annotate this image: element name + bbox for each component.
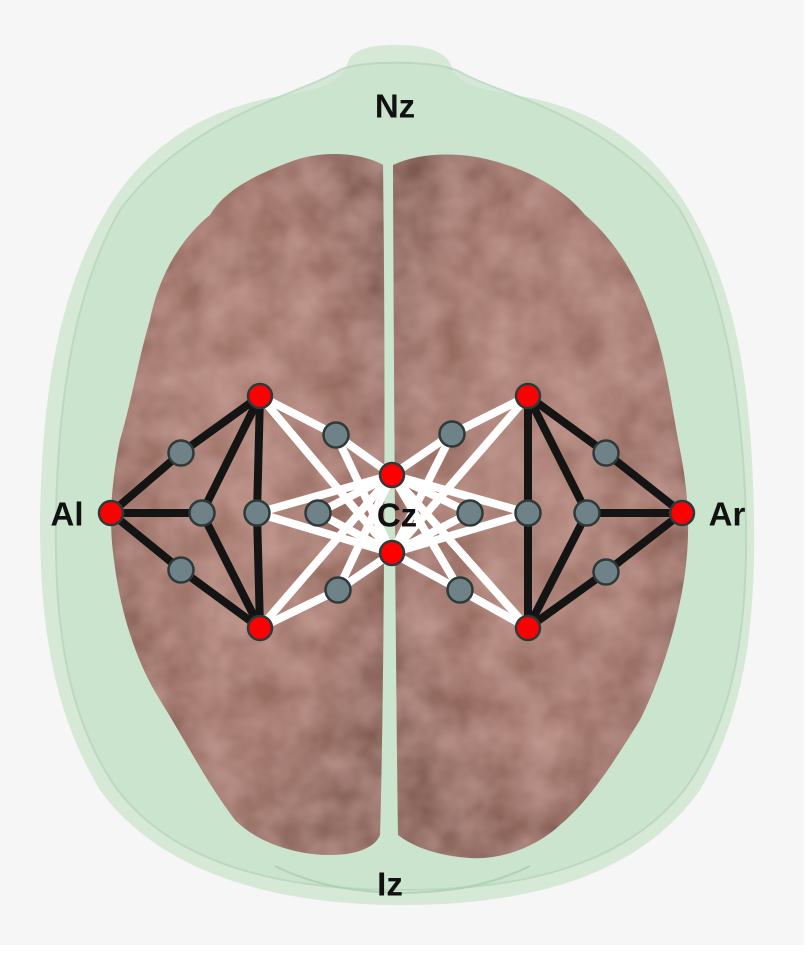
label-ar: Ar (708, 495, 746, 533)
edge-Al-gL1 (107, 449, 185, 517)
reference-electrode-Ar (668, 499, 696, 527)
edge-gL1-L_top (177, 392, 264, 457)
edge-Ar-gR1 (602, 449, 686, 517)
intermediate-electrode-gR5 (456, 499, 484, 527)
edge-R_top-gR6 (448, 392, 532, 438)
edge-gR4-C_dn (388, 509, 532, 557)
edge-gR5-C_dn (388, 509, 474, 557)
intermediate-electrode-gL7 (324, 576, 352, 604)
intermediate-electrode-gR1 (592, 439, 620, 467)
edge-gL4-C_dn (253, 509, 396, 557)
edge-gL3-L_bot (177, 566, 264, 632)
edge-gR4-C_up (388, 471, 532, 517)
intermediate-electrode-gL1 (167, 439, 195, 467)
edge-gL4-C_up (253, 471, 396, 517)
label-nz: Nz (374, 87, 416, 125)
reference-electrode-C_dn (378, 539, 406, 567)
intermediate-electrode-gL4 (243, 499, 271, 527)
reference-electrode-R_bot (514, 614, 542, 642)
reference-electrode-L_bot (246, 614, 274, 642)
edge-L_top-gL4 (253, 392, 264, 517)
intermediate-electrode-gR6 (438, 420, 466, 448)
edge-gL6-C_dn (332, 431, 396, 557)
edge-L_top-gL6 (256, 392, 340, 439)
edge-L_bot-C_up (256, 471, 396, 632)
reference-electrode-Al (97, 499, 125, 527)
intermediate-electrode-gL6 (322, 421, 350, 449)
edge-gR3-R_bot (524, 568, 610, 632)
intermediate-electrode-gL3 (167, 556, 195, 584)
edge-gL5-C_dn (314, 509, 396, 557)
intermediate-electrode-gR3 (592, 558, 620, 586)
edge-gR2-R_bot (524, 509, 591, 632)
edge-L_bot-gL7 (256, 586, 342, 632)
edge-Ar-gR3 (602, 509, 686, 576)
edge-R_bot-C_up (388, 471, 532, 632)
intermediate-electrode-gR2 (573, 499, 601, 527)
edge-gL2-L_bot (198, 509, 264, 632)
edge-gL4-L_bot (253, 509, 264, 632)
reference-electrode-C_up (378, 461, 406, 489)
intermediate-electrode-gR4 (514, 499, 542, 527)
electrodes (97, 382, 696, 642)
lateral-electrode-connections (107, 392, 686, 632)
edge-gL2-L_top (198, 392, 264, 517)
edge-R_top-C_dn (388, 392, 532, 557)
edge-gR2-R_top (524, 392, 591, 517)
central-electrode-connections (253, 392, 532, 632)
label-iz: Iz (377, 865, 403, 903)
edge-gR5-C_up (388, 471, 474, 517)
reference-electrode-R_top (514, 382, 542, 410)
label-al: Al (50, 495, 84, 533)
intermediate-electrode-gL5 (304, 499, 332, 527)
intermediate-electrode-gL2 (188, 499, 216, 527)
label-cz: Cz (376, 496, 418, 534)
edge-gL7-C_up (334, 471, 396, 594)
reference-electrode-L_top (246, 382, 274, 410)
intermediate-electrode-gR7 (446, 576, 474, 604)
edge-gR1-R_top (524, 392, 610, 457)
edge-gL5-C_up (314, 471, 396, 517)
edge-Al-gL3 (107, 509, 185, 574)
